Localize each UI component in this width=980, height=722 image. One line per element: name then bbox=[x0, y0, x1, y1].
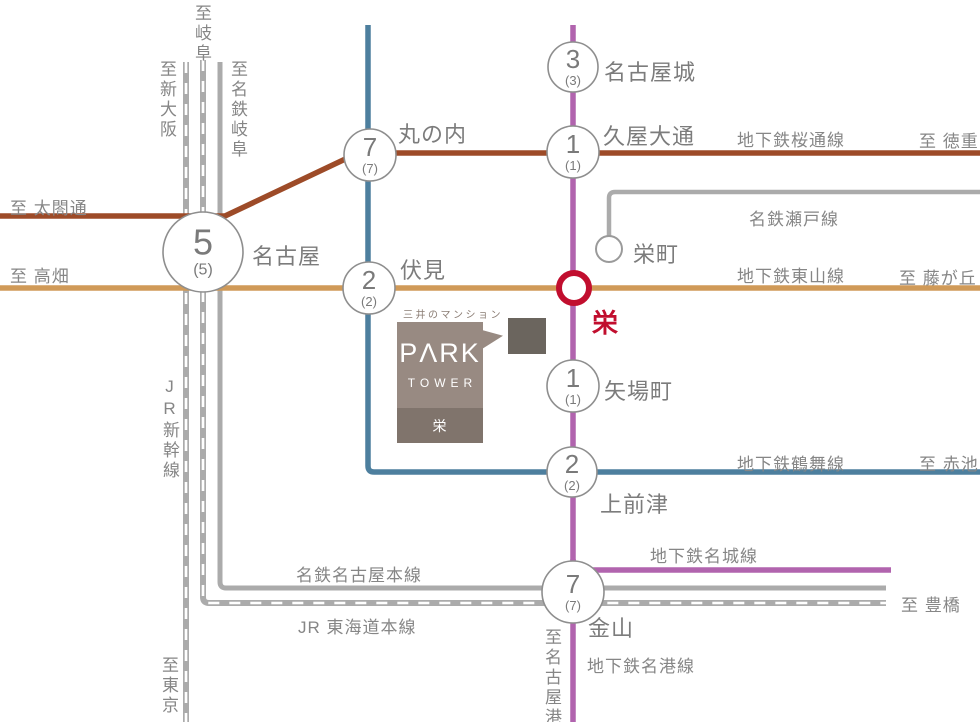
direction-label-taikodori: 至 太閤通 bbox=[10, 199, 88, 218]
subway-sakuradori-line bbox=[0, 150, 980, 219]
direction-label-fujigaoka: 至 藤が丘 bbox=[899, 269, 977, 288]
line-label-jr-tokaido: JR 東海道本線 bbox=[298, 618, 417, 637]
jr-tokaido-line-dashes bbox=[201, 60, 886, 605]
park-logo-badge: 栄 bbox=[397, 408, 483, 443]
station-minutes-hisayaodori: 1 (1) bbox=[565, 129, 581, 173]
line-label-sakuradori: 地下鉄桜通線 bbox=[737, 131, 845, 150]
park-tower-logo: PΛRK TOWER 栄 bbox=[397, 322, 483, 443]
park-tower-logo-main: PΛRK TOWER bbox=[397, 322, 483, 408]
meitetsu-seto-line bbox=[606, 189, 980, 237]
station-minutes-marunouchi: 7 (7) bbox=[362, 132, 378, 176]
line-label-jr-shinkansen: JR新幹線 bbox=[160, 377, 179, 481]
station-label-yabacho: 矢場町 bbox=[604, 379, 674, 404]
meitetsu-main-line bbox=[217, 62, 886, 591]
station-minutes-fushimi: 2 (2) bbox=[361, 265, 377, 309]
station-circle-fushimi bbox=[342, 261, 396, 315]
direction-label-tokushige: 至 徳重 bbox=[919, 132, 979, 151]
park-logo-subtext: TOWER bbox=[407, 376, 478, 390]
line-label-higashiyama: 地下鉄東山線 bbox=[737, 267, 845, 286]
station-circle-nagoyajo bbox=[547, 41, 599, 93]
line-label-seto: 名鉄瀬戸線 bbox=[749, 210, 839, 229]
station-label-hisayaodori: 久屋大通 bbox=[603, 124, 696, 149]
direction-label-akaike: 至 赤池 bbox=[919, 455, 979, 474]
direction-label-tokyo: 至東京 bbox=[159, 656, 178, 716]
direction-label-meitetsu-gifu: 至名鉄岐阜 bbox=[228, 60, 247, 160]
direction-label-shin-osaka: 至新大阪 bbox=[157, 60, 176, 140]
subway-tsurumai-line bbox=[365, 25, 980, 475]
brand-tagline: 三井のマンション bbox=[403, 310, 503, 321]
station-circle-sakae bbox=[556, 270, 592, 306]
station-minutes-nagoyajo: 3 (3) bbox=[565, 44, 581, 88]
direction-label-nagoyako: 至名古屋港 bbox=[542, 628, 561, 722]
station-circle-kanayama bbox=[541, 560, 605, 624]
station-circle-nagoya bbox=[162, 211, 244, 293]
station-label-nagoya: 名古屋 bbox=[252, 244, 322, 269]
direction-label-gifu: 至岐阜 bbox=[192, 4, 211, 64]
station-label-marunouchi: 丸の内 bbox=[398, 122, 468, 147]
station-label-sakaemachi: 栄町 bbox=[633, 242, 680, 267]
station-label-kanayama: 金山 bbox=[588, 616, 635, 641]
station-circle-marunouchi bbox=[343, 128, 397, 182]
station-circle-kamimaezu bbox=[546, 446, 598, 498]
station-label-nagoyajo: 名古屋城 bbox=[604, 60, 697, 85]
park-logo-text: PΛRK bbox=[399, 338, 481, 368]
station-label-fushimi: 伏見 bbox=[400, 258, 447, 283]
direction-label-toyohashi: 至 豊橋 bbox=[901, 596, 961, 615]
line-label-meitetsu-main: 名鉄名古屋本線 bbox=[296, 566, 422, 585]
station-label-kamimaezu: 上前津 bbox=[600, 492, 670, 517]
station-circle-yabacho bbox=[546, 359, 600, 413]
property-site-marker bbox=[508, 318, 546, 354]
station-minutes-kanayama: 7 (7) bbox=[565, 569, 581, 613]
station-circle-sakaemachi bbox=[595, 235, 623, 263]
station-minutes-yabacho: 1 (1) bbox=[565, 363, 581, 407]
station-label-sakae: 栄 bbox=[592, 308, 620, 338]
station-minutes-nagoya: 5 (5) bbox=[192, 221, 214, 279]
line-label-tsurumai: 地下鉄鶴舞線 bbox=[737, 455, 845, 474]
line-label-meijo: 地下鉄名城線 bbox=[650, 547, 758, 566]
line-label-meiko: 地下鉄名港線 bbox=[587, 657, 695, 676]
direction-label-takabata: 至 高畑 bbox=[10, 267, 70, 286]
station-minutes-kamimaezu: 2 (2) bbox=[564, 449, 580, 493]
station-circle-hisayaodori bbox=[546, 125, 600, 179]
